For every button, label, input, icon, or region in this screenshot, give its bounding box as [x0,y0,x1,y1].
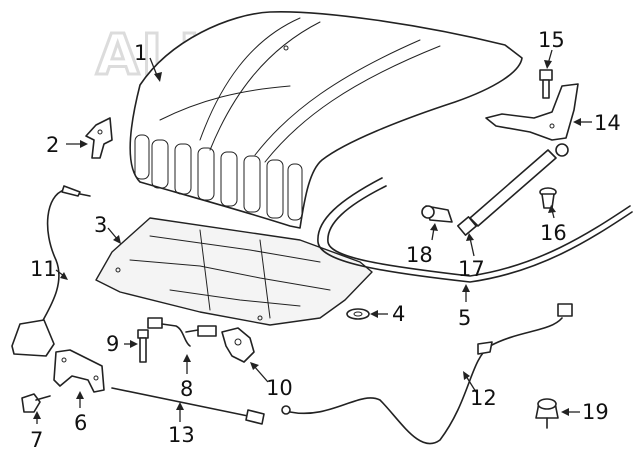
callout-16: 16 [540,221,567,245]
washer-part [346,308,370,320]
hood-bracket-part [85,117,113,159]
callout-17: 17 [458,257,485,281]
callout-12: 12 [470,386,497,410]
gas-strut-part [456,143,569,236]
callout-1: 1 [134,41,147,65]
leader-lines [33,49,592,424]
hood-part [129,11,523,229]
callout-18: 18 [406,243,433,267]
callout-10: 10 [266,376,293,400]
callout-13: 13 [168,423,195,447]
bolt-15-part [539,69,553,99]
hood-seal-part [317,177,633,283]
callout-14: 14 [594,111,621,135]
callout-11: 11 [30,257,57,281]
wiring-harness-part [147,317,217,347]
callout-6: 6 [74,411,87,435]
callout-8: 8 [180,377,193,401]
callout-4: 4 [392,302,405,326]
hood-grille-slots [134,134,303,221]
bumper-18-part [421,205,453,223]
hood-latch-part [221,327,255,363]
callout-2: 2 [46,133,59,157]
clip-16-part [539,187,557,209]
callout-15: 15 [538,28,565,52]
hinge-bracket-14-part [485,83,579,141]
bolt-9-part [137,329,149,363]
callout-7: 7 [30,428,43,452]
callout-5: 5 [458,306,471,330]
callout-9: 9 [106,332,119,356]
push-pin-19-part [535,398,559,429]
release-cable-part [11,185,91,357]
bolt-7-part [21,393,51,413]
callout-19: 19 [582,400,609,424]
hood-insulator-part [95,217,373,326]
callout-3: 3 [94,213,107,237]
latch-cable-part [281,303,573,445]
hood-hinge-part [53,349,105,393]
callout-labels: 1 2 3 4 5 6 7 8 9 10 11 12 13 14 15 16 1… [30,28,621,452]
